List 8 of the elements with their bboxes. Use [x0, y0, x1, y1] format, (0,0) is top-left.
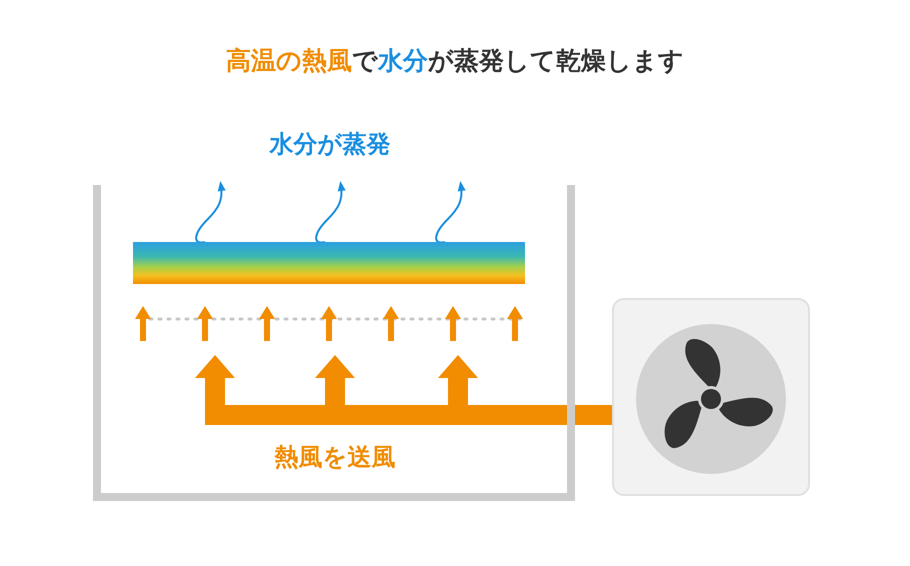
label: 熱風を送風: [274, 442, 396, 473]
steam-arrow: [195, 181, 226, 244]
heated-material-bar: [133, 242, 525, 284]
steam-arrow: [315, 181, 346, 244]
steam-arrow: [435, 181, 466, 244]
title: 高温の熱風で水分が蒸発して乾燥します: [225, 45, 685, 77]
fan-unit: [612, 298, 810, 496]
label: 水分が蒸発: [270, 129, 390, 160]
